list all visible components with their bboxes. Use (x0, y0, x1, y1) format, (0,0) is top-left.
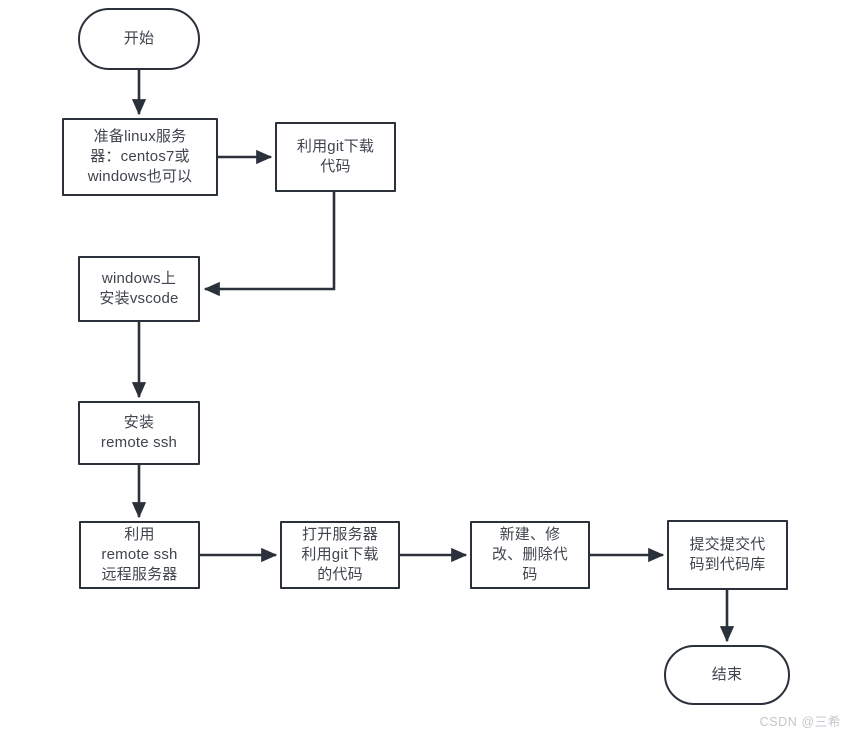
node-install-remote-ssh[interactable]: 安装 remote ssh (78, 401, 200, 465)
edge-gitdl-to-vscode (203, 192, 336, 297)
node-open-downloaded-code[interactable]: 打开服务器 利用git下载 的代码 (280, 521, 400, 589)
node-install-vscode-on-windows[interactable]: windows上 安装vscode (78, 256, 200, 322)
node-connect-remote-server[interactable]: 利用 remote ssh 远程服务器 (79, 521, 200, 589)
node-start[interactable]: 开始 (78, 8, 200, 70)
node-git-download-code[interactable]: 利用git下载 代码 (275, 122, 396, 192)
csdn-watermark: CSDN @三希 (759, 715, 841, 729)
node-prepare-linux-server[interactable]: 准备linux服务 器：centos7或 windows也可以 (62, 118, 218, 196)
node-commit-to-repository[interactable]: 提交提交代 码到代码库 (667, 520, 788, 590)
node-end[interactable]: 结束 (664, 645, 790, 705)
node-edit-code[interactable]: 新建、修 改、删除代 码 (470, 521, 590, 589)
